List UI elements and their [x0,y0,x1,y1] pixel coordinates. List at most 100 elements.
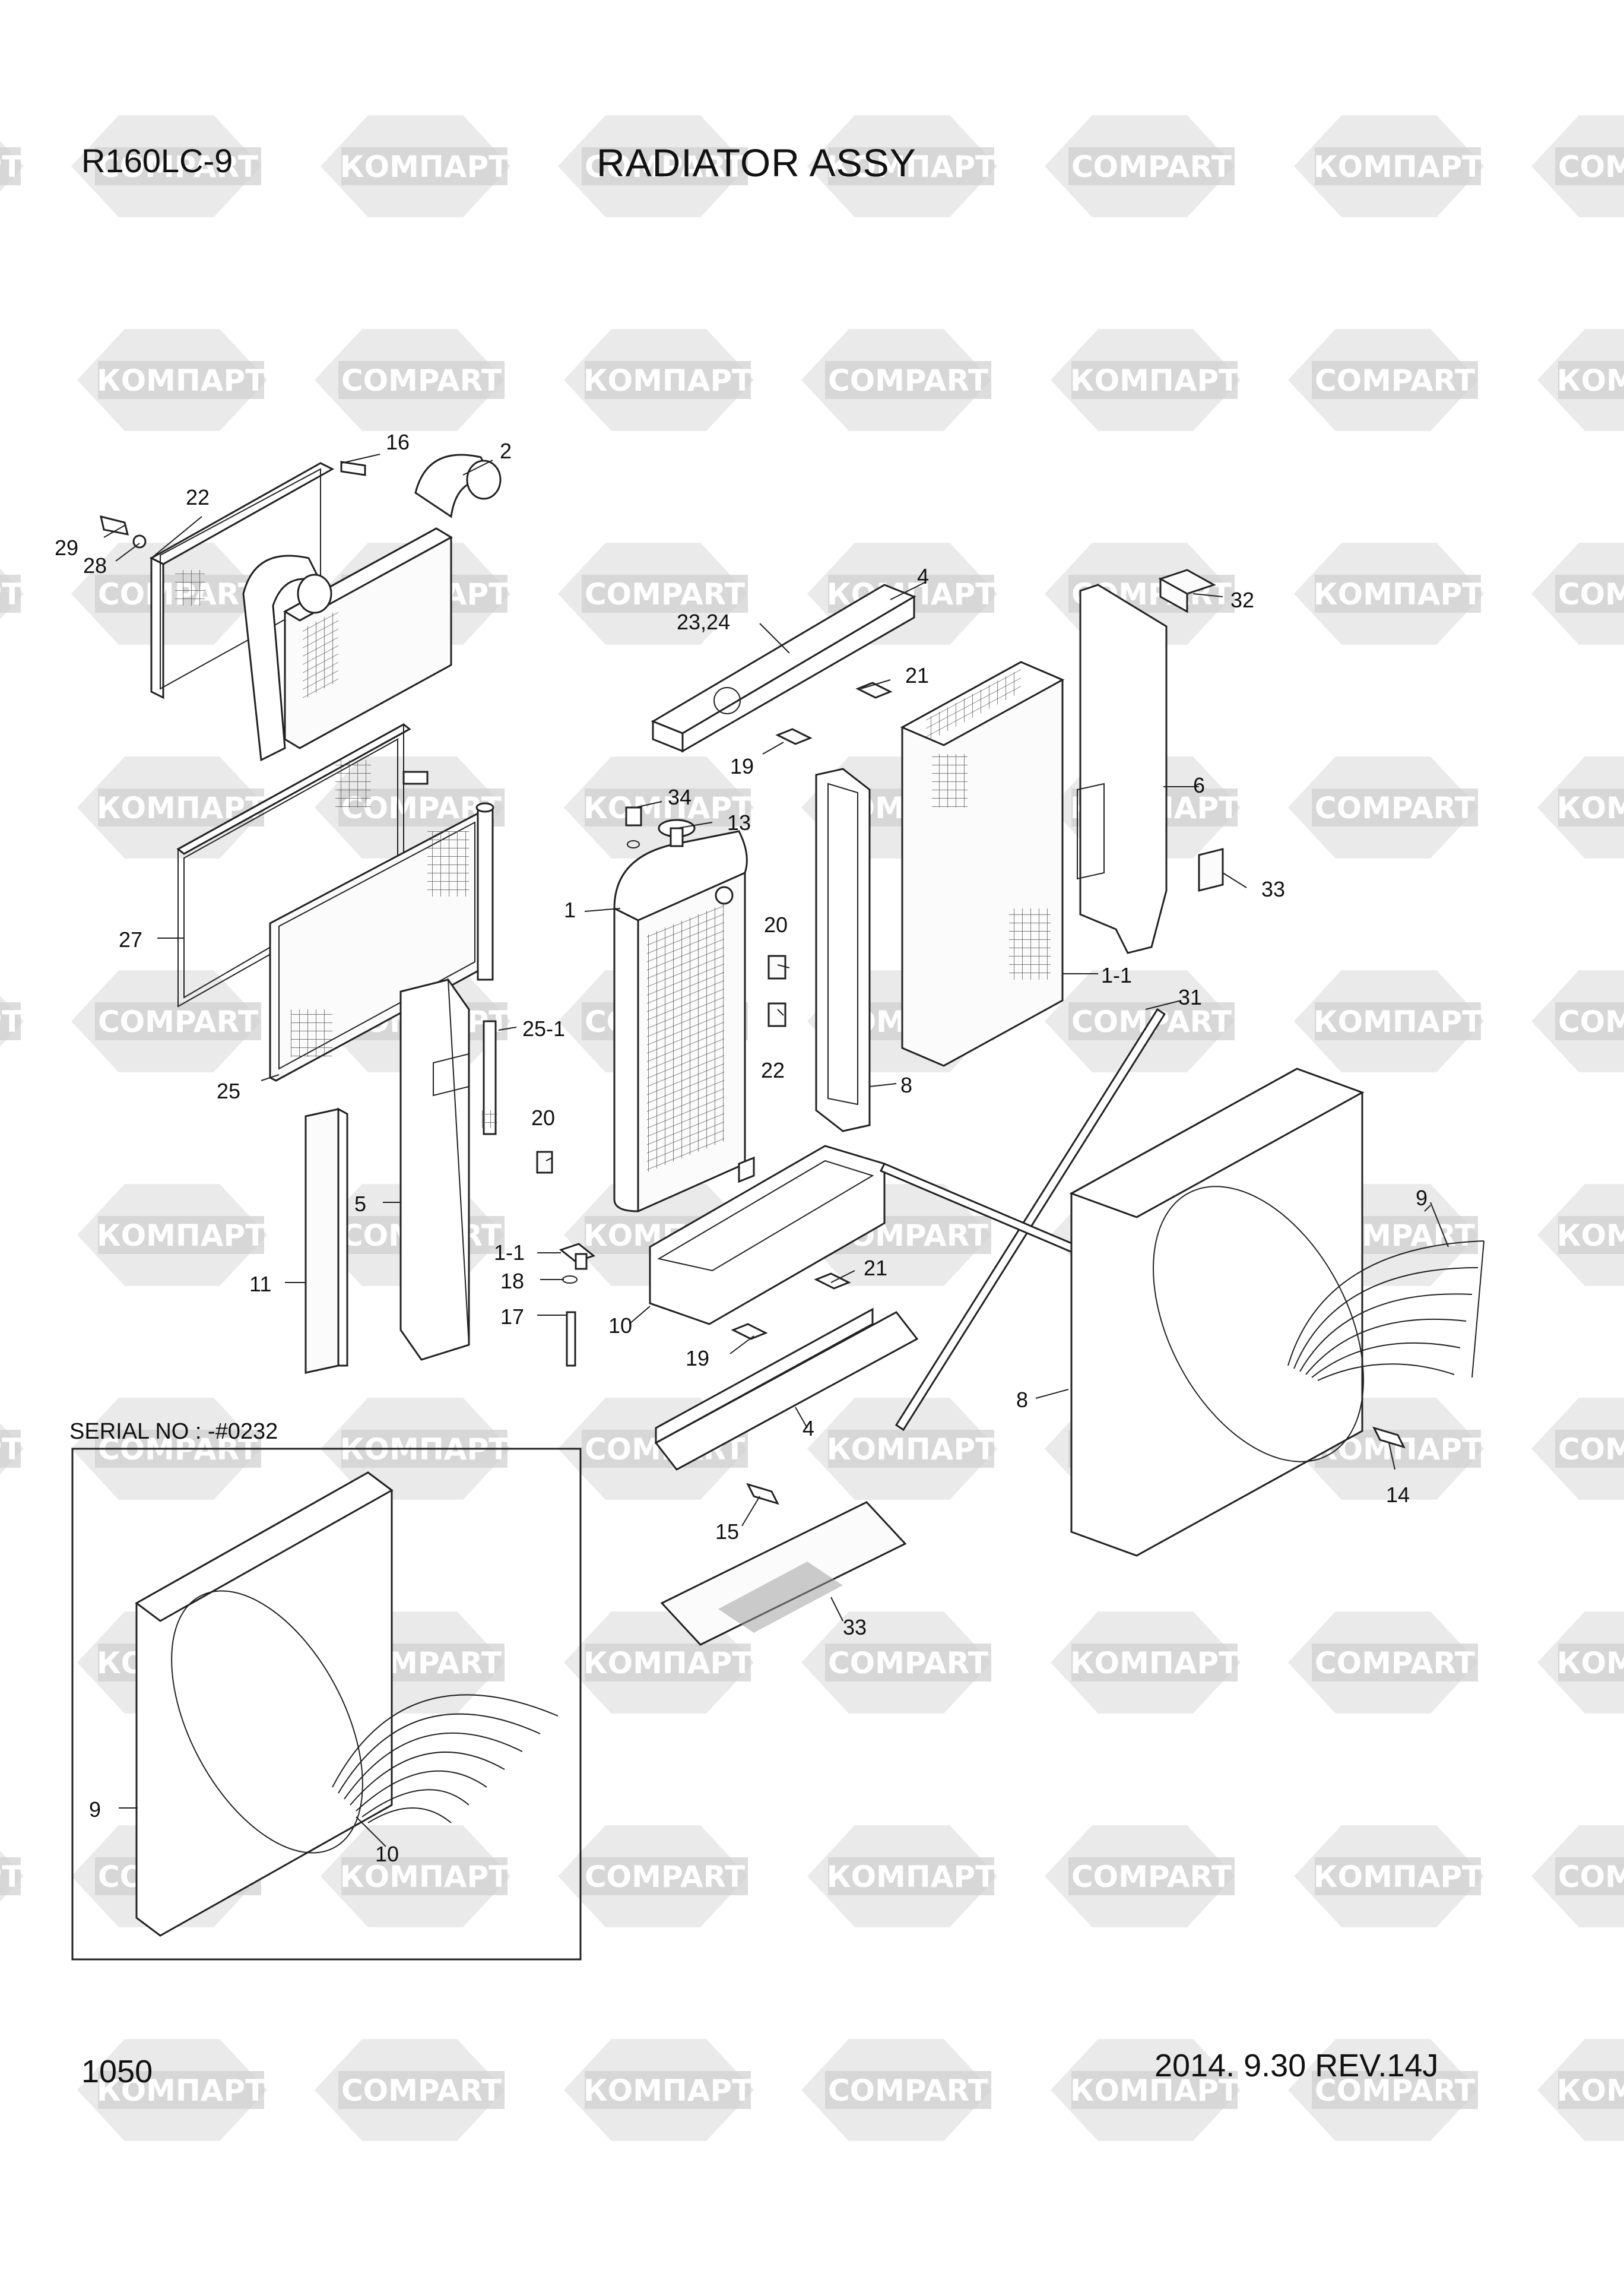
svg-text:КОМПАРТ: КОМПАРТ [0,577,22,612]
svg-text:КОМПАРТ: КОМПАРТ [1070,1646,1239,1680]
svg-text:КОМПАРТ: КОМПАРТ [0,1860,22,1894]
watermark-tile: КОМПАРТ COMPART [1294,543,1624,645]
callout-22: 22 [761,1058,785,1082]
svg-text:КОМПАРТ: КОМПАРТ [1070,363,1239,398]
part-5-bottom-bracket [654,1307,919,1471]
part-27-panel [176,723,429,1008]
svg-text:COMPART: COMPART [341,363,502,398]
part-25-1-receiver [482,1020,497,1135]
svg-text:КОМПАРТ: КОМПАРТ [827,1432,995,1467]
callout-19b: 19 [686,1346,709,1370]
callout-10: 9 [1416,1186,1428,1210]
part-6-side-bracket [399,977,470,1361]
part-32-pad [1198,848,1224,892]
svg-text:КОМПАРТ: КОМПАРТ [827,150,995,184]
callout-20b: 20 [531,1106,555,1130]
watermark-tile: КОМПАРТ COMPART [1294,1825,1624,1927]
svg-text:КОМПАРТ: КОМПАРТ [1314,1860,1482,1894]
svg-text:КОМПАРТ: КОМПАРТ [1557,2073,1624,2108]
svg-text:COMPART: COMPART [1315,363,1475,398]
svg-text:COMPART: COMPART [1558,1005,1624,1039]
callout-13: 13 [727,810,751,835]
svg-text:COMPART: COMPART [1071,1860,1232,1894]
callout-21a: 21 [905,663,929,688]
callout-33: 33 [843,1615,867,1639]
callout-31: 32 [1230,588,1254,612]
svg-text:КОМПАРТ: КОМПАРТ [1557,1646,1624,1680]
svg-text:КОМПАРТ: КОМПАРТ [1557,791,1624,825]
callout-9-inset: 9 [89,1797,101,1822]
svg-text:КОМПАРТ: КОМПАРТ [97,363,265,398]
callout-2: 1-1 [1101,963,1132,987]
part-14-bolt [1372,1426,1406,1449]
svg-text:КОМПАРТ: КОМПАРТ [583,363,752,398]
svg-text:COMPART: COMPART [828,1646,988,1680]
part-15-bolt [746,1483,779,1505]
svg-text:COMPART: COMPART [585,577,745,612]
page-number: 1050 [81,2054,153,2089]
callout-23-24: 23,24 [677,610,730,634]
callout-16: 16 [386,430,410,454]
svg-text:КОМПАРТ: КОМПАРТ [583,1646,752,1680]
watermark-tile: КОМПАРТ COMPART [564,1611,991,1714]
part-10-fan-guard [1287,1240,1485,1381]
svg-text:COMPART: COMPART [1071,150,1232,184]
svg-text:КОМПАРТ: КОМПАРТ [97,1218,265,1253]
callout-20a: 20 [764,913,788,937]
callout-34: 34 [668,785,692,809]
callout-14: 14 [1386,1483,1410,1507]
svg-text:COMPART: COMPART [1558,577,1624,612]
serial-inset [71,1448,582,1961]
callout-17: 17 [500,1304,524,1329]
callout-21b: 21 [864,1256,887,1280]
leader-lines [103,454,1449,1847]
svg-text:КОМПАРТ: КОМПАРТ [1557,363,1624,398]
callout-25-1: 25-1 [522,1016,565,1041]
watermark-tile: КОМПАРТ COMPART [321,1825,748,1927]
svg-text:КОМПАРТ: КОМПАРТ [1314,150,1482,184]
callout-30: 31 [1178,985,1202,1009]
callout-12: 11 [249,1272,271,1296]
part-33-sheet [660,1501,907,1646]
serial-note: SERIAL NO : -#0232 [69,1419,278,1444]
part-26-screen [149,462,335,699]
svg-text:КОМПАРТ: КОМПАРТ [583,791,752,825]
watermark-tile: КОМПАРТ COMPART [807,115,1235,217]
svg-text:КОМПАРТ: КОМПАРТ [340,1860,509,1894]
callout-26: 22 [186,485,210,509]
revision-date: 2014. 9.30 REV.14J [1154,2048,1439,2083]
part-12-seal [304,1107,348,1374]
svg-text:КОМПАРТ: КОМПАРТ [1070,2073,1239,2108]
svg-text:КОМПАРТ: КОМПАРТ [1557,1218,1624,1253]
page-title: RADIATOR ASSY [597,141,916,185]
svg-text:КОМПАРТ: КОМПАРТ [1314,577,1482,612]
part-29-28-fastener [99,515,147,549]
callout-7: 6 [1193,773,1205,797]
part-1-1-drain-cock [559,1243,596,1367]
svg-text:COMPART: COMPART [585,150,745,184]
part-9-fan-shroud [1069,1068,1365,1557]
svg-text:COMPART: COMPART [1558,1860,1624,1894]
callout-5: 4 [803,1416,814,1440]
pads-19-22 [536,682,893,1340]
watermark-tile: КОМПАРТ COMPART [321,115,748,217]
callout-25: 25 [217,1079,240,1103]
callout-labels: 16 2 22 29 28 4 23,24 21 19 34 13 1 27 2… [55,430,1428,1866]
callout-1-1: 1-1 [494,1240,525,1265]
callout-3: 2 [500,439,512,463]
svg-text:КОМПАРТ: КОМПАРТ [340,150,509,184]
svg-text:COMPART: COMPART [585,1860,745,1894]
